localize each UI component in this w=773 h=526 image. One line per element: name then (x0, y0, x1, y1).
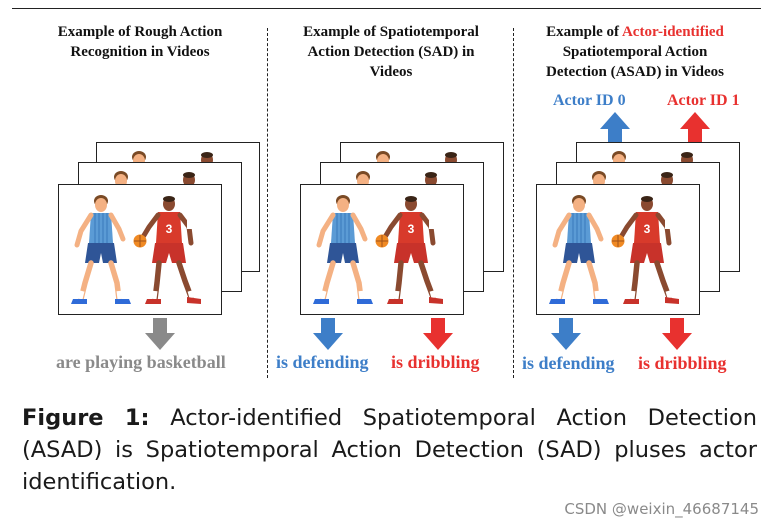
panel-3-title: Example of Actor-identified Spatiotempor… (546, 24, 724, 80)
figure-caption-text: Actor-identified Spatiotemporal Action D… (22, 405, 757, 495)
frame-image (301, 185, 464, 315)
figure-label: Figure 1: (22, 405, 150, 431)
arrow-up-icon (680, 112, 710, 144)
frame-image (537, 185, 700, 315)
panel-3-caption-defending: is defending (522, 353, 615, 373)
panel-3-caption-dribbling: is dribbling (638, 353, 727, 373)
panel-2-title: Example of Spatiotemporal Action Detecti… (303, 24, 479, 80)
arrow-up-icon (600, 112, 630, 144)
arrow-down-icon (551, 318, 581, 350)
panel-separator (267, 28, 268, 378)
figure-caption: Figure 1: Actor-identified Spatiotempora… (22, 402, 757, 498)
video-frame (300, 184, 464, 315)
arrow-down-icon (423, 318, 453, 350)
top-rule (12, 8, 761, 9)
panel-1-title: Example of Rough Action Recognition in V… (57, 24, 223, 60)
arrow-down-icon (313, 318, 343, 350)
watermark: CSDN @weixin_46687145 (564, 500, 759, 518)
panel-1-caption: are playing basketball (56, 352, 226, 372)
actor-id-1: Actor ID 1 (667, 92, 740, 109)
video-frame (58, 184, 222, 315)
arrow-down-icon (662, 318, 692, 350)
arrow-down-icon (145, 318, 175, 350)
frame-image (59, 185, 222, 315)
actor-id-0: Actor ID 0 (553, 92, 626, 109)
panel-separator (513, 28, 514, 378)
panel-2-caption-defending: is defending (276, 352, 369, 372)
video-frame (536, 184, 700, 315)
panel-2-caption-dribbling: is dribbling (391, 352, 480, 372)
